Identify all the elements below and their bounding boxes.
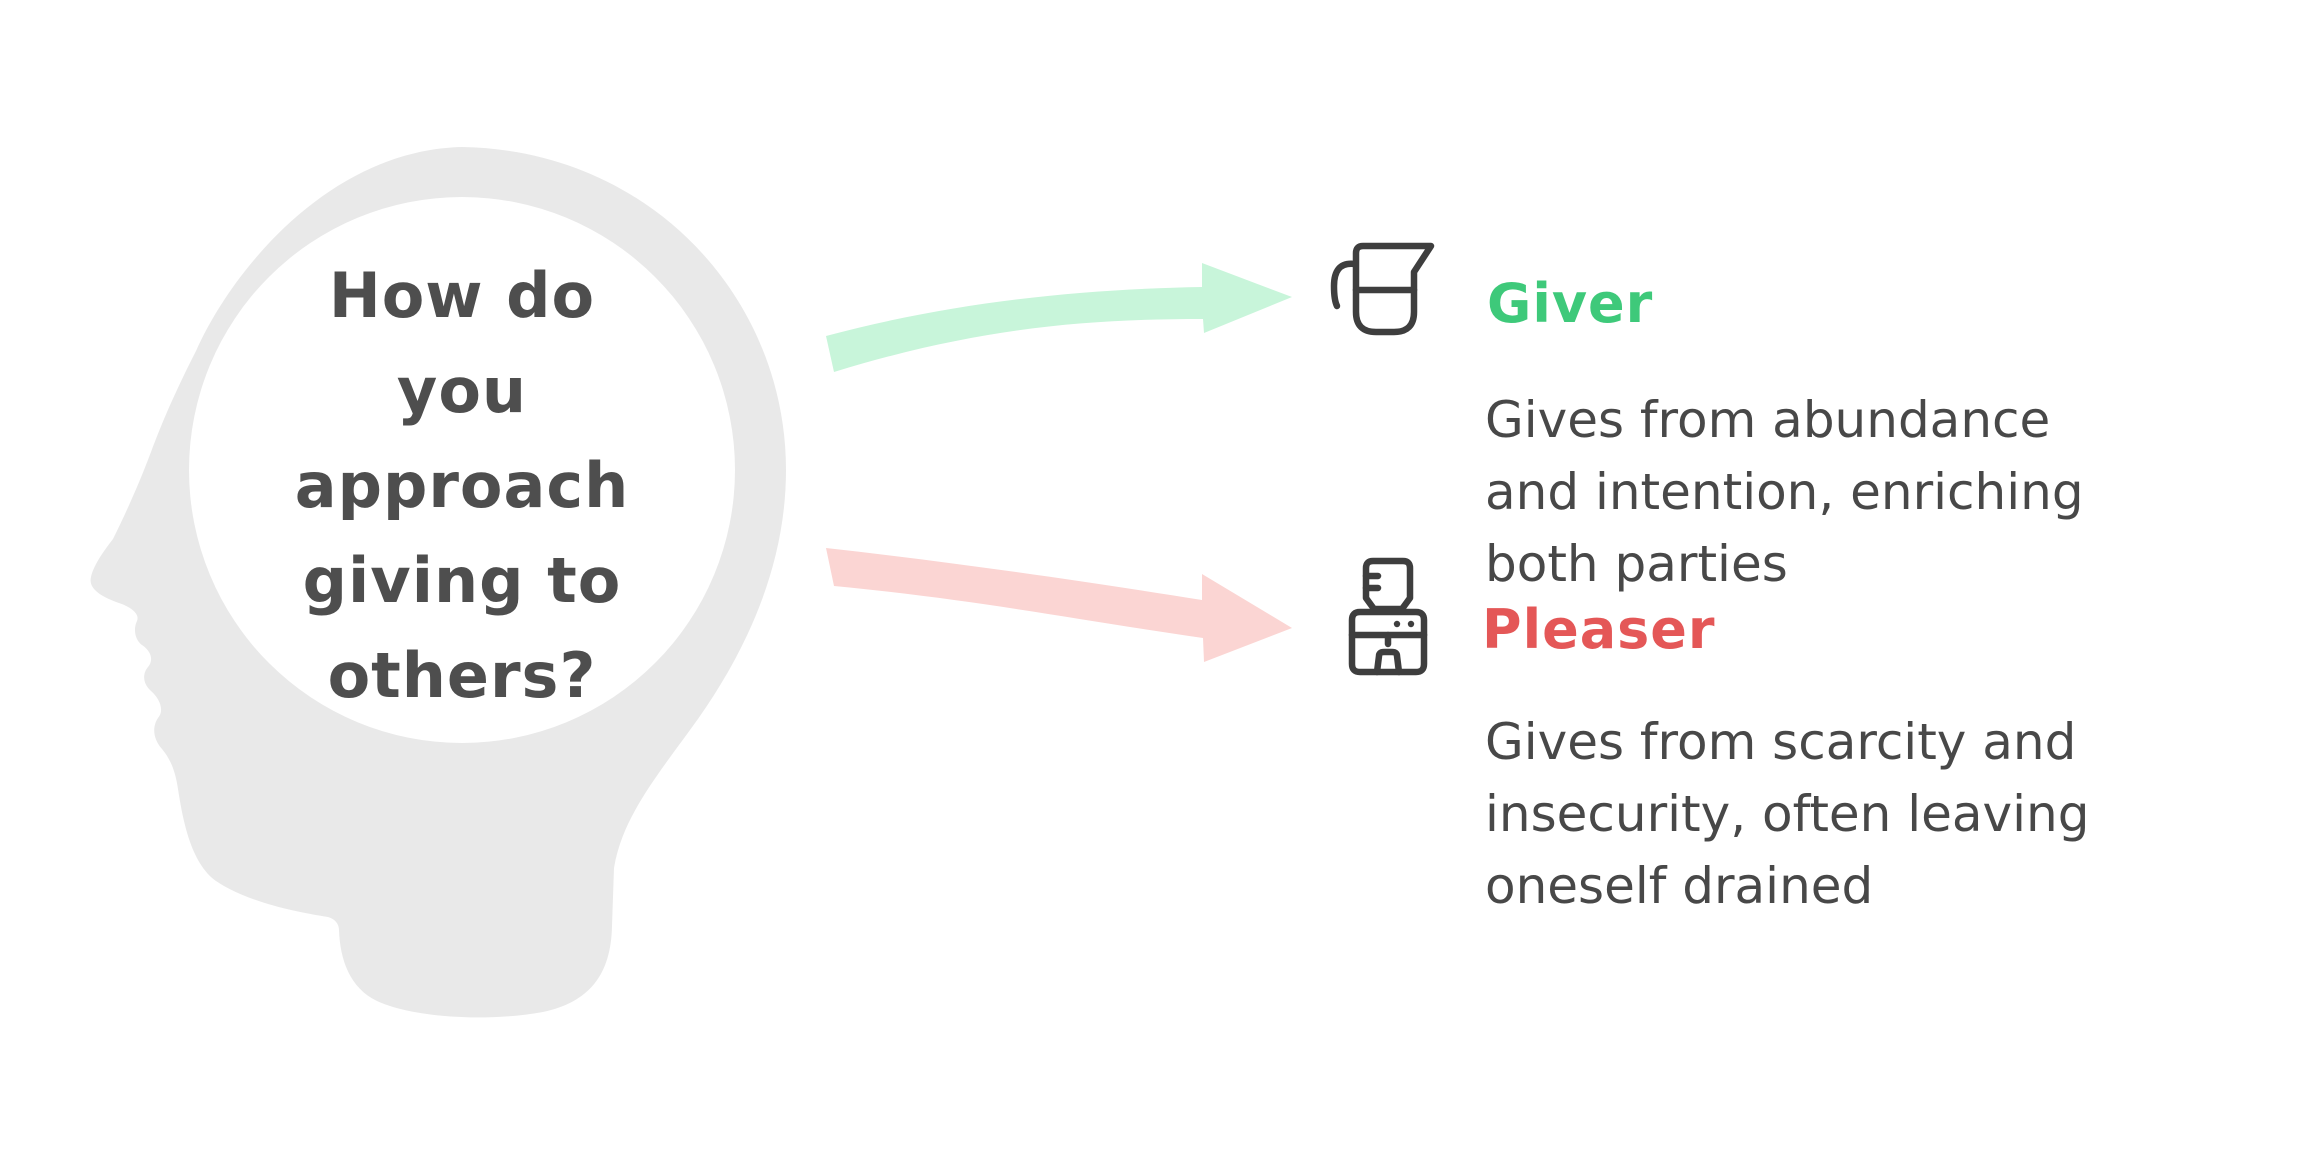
giver-description-line: and intention, enriching [1485, 463, 2084, 521]
pleaser-description-line: oneself drained [1485, 857, 1874, 915]
giver-description: Gives from abundance and intention, enri… [1485, 384, 2084, 600]
giver-description-line: both parties [1485, 535, 1788, 593]
question-line: giving to [302, 544, 622, 617]
question-line: you [396, 354, 528, 427]
question-line: others? [327, 639, 597, 712]
giver-description-line: Gives from abundance [1485, 391, 2051, 449]
giver-arrow [826, 263, 1292, 372]
giver-label: Giver [1487, 272, 1654, 335]
question-line: How do [328, 259, 596, 332]
thought-circle [189, 197, 735, 743]
water-cooler-icon [1344, 556, 1432, 678]
question-text: How do you approach giving to others? [212, 248, 712, 723]
pleaser-arrow [826, 548, 1292, 662]
question-line: approach [294, 449, 630, 522]
pleaser-description: Gives from scarcity and insecurity, ofte… [1485, 706, 2089, 922]
pleaser-description-line: Gives from scarcity and [1485, 713, 2077, 771]
pleaser-description-line: insecurity, often leaving [1485, 785, 2090, 843]
pleaser-label: Pleaser [1482, 598, 1716, 661]
pitcher-icon [1328, 240, 1443, 340]
